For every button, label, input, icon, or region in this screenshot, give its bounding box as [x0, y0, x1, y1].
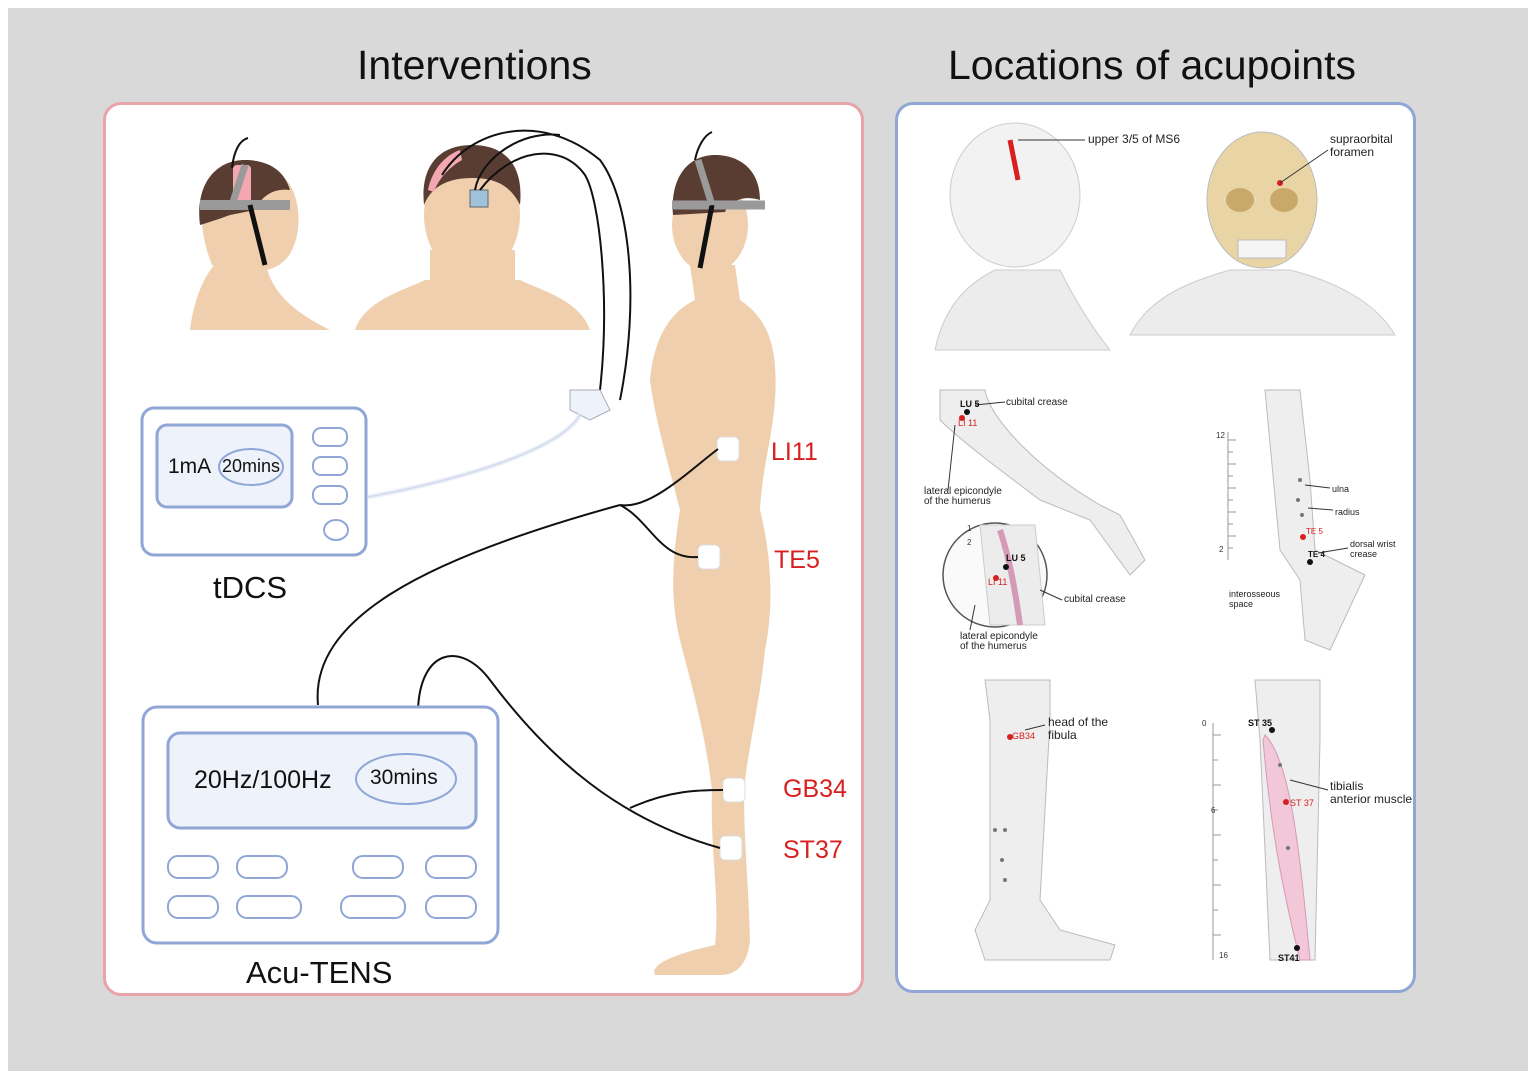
label-dorsal-wrist-crease: dorsal wrist crease — [1350, 539, 1396, 559]
acupoint-label-gb34: GB34 — [783, 775, 847, 803]
tens-cables — [316, 448, 724, 849]
acu-tens-label: Acu-TENS — [246, 955, 393, 990]
acupoint-leg-front — [1212, 679, 1329, 961]
label-st41: ST41 — [1278, 953, 1300, 963]
acupoint-forearm — [1227, 389, 1366, 651]
acupoints-title: Locations of acupoints — [948, 42, 1356, 88]
acupoint-leg-side — [974, 679, 1116, 961]
electrode-pad-te5 — [697, 544, 721, 570]
acupoint-label-te5: TE5 — [774, 546, 820, 574]
label-te4-forearm: TE 4 — [1308, 550, 1325, 559]
label-lateral-epicondyle-top: lateral epicondyle of the humerus — [924, 486, 1002, 507]
label-tibialis-anterior: tibialis anterior muscle — [1330, 779, 1413, 806]
forearm-scale-12: 12 — [1216, 431, 1225, 440]
label-head-of-fibula: head of the fibula — [1048, 715, 1109, 742]
acupoint-label-li11: LI11 — [771, 438, 818, 466]
forearm-scale-2: 2 — [1219, 545, 1224, 554]
leg-scale-16: 16 — [1219, 951, 1228, 960]
label-st35: ST 35 — [1248, 718, 1273, 728]
label-li11-top: LI 11 — [958, 418, 978, 428]
tens-frequency-readout: 20Hz/100Hz — [194, 766, 332, 794]
fraction-numerator: 1 — [967, 524, 972, 533]
label-lateral-epicondyle-zoom: lateral epicondyle of the humerus — [960, 631, 1038, 652]
label-li11-zoom: LI 11 — [988, 577, 1008, 587]
label-ulna: ulna — [1332, 484, 1350, 494]
electrode-pad-st37 — [719, 835, 743, 861]
tdcs-duration-readout: 20mins — [222, 456, 281, 476]
label-upper-ms6: upper 3/5 of MS6 — [1088, 132, 1181, 146]
fraction-denominator: 2 — [967, 538, 972, 547]
label-lu5-top: LU 5 — [960, 399, 980, 409]
acupoint-head-side — [934, 122, 1112, 351]
head-side-view-1 — [190, 137, 330, 330]
leg-scale-0: 0 — [1202, 719, 1207, 728]
acupoint-label-st37: ST37 — [783, 836, 843, 864]
tdcs-cable — [367, 389, 611, 500]
label-gb34-leg: GB34 — [1012, 731, 1036, 741]
electrode-pad-gb34 — [722, 777, 746, 803]
tdcs-device — [140, 406, 368, 557]
label-radius: radius — [1335, 507, 1360, 517]
label-te5-forearm: TE 5 — [1306, 527, 1323, 536]
acupoint-skull-front — [1129, 131, 1396, 336]
tdcs-label: tDCS — [213, 570, 288, 605]
interventions-title: Interventions — [357, 42, 592, 88]
tens-duration-readout: 30mins — [370, 766, 438, 789]
label-st37-leg: ST 37 — [1290, 798, 1314, 808]
label-lu5-zoom: LU 5 — [1006, 553, 1026, 563]
tdcs-current-readout: 1mA — [168, 455, 212, 478]
label-cubital-crease-top: cubital crease — [1006, 397, 1068, 408]
label-cubital-crease-zoom: cubital crease — [1064, 594, 1126, 605]
electrode-pad-li11 — [716, 436, 740, 462]
acu-tens-device — [141, 705, 500, 945]
label-supraorbital-foramen: supraorbital foramen — [1330, 132, 1393, 159]
head-front-view — [355, 129, 632, 401]
leg-scale-6: 6 — [1211, 806, 1216, 815]
label-interosseous-space: interosseous space — [1229, 589, 1281, 609]
acupoint-arm — [939, 389, 1146, 631]
